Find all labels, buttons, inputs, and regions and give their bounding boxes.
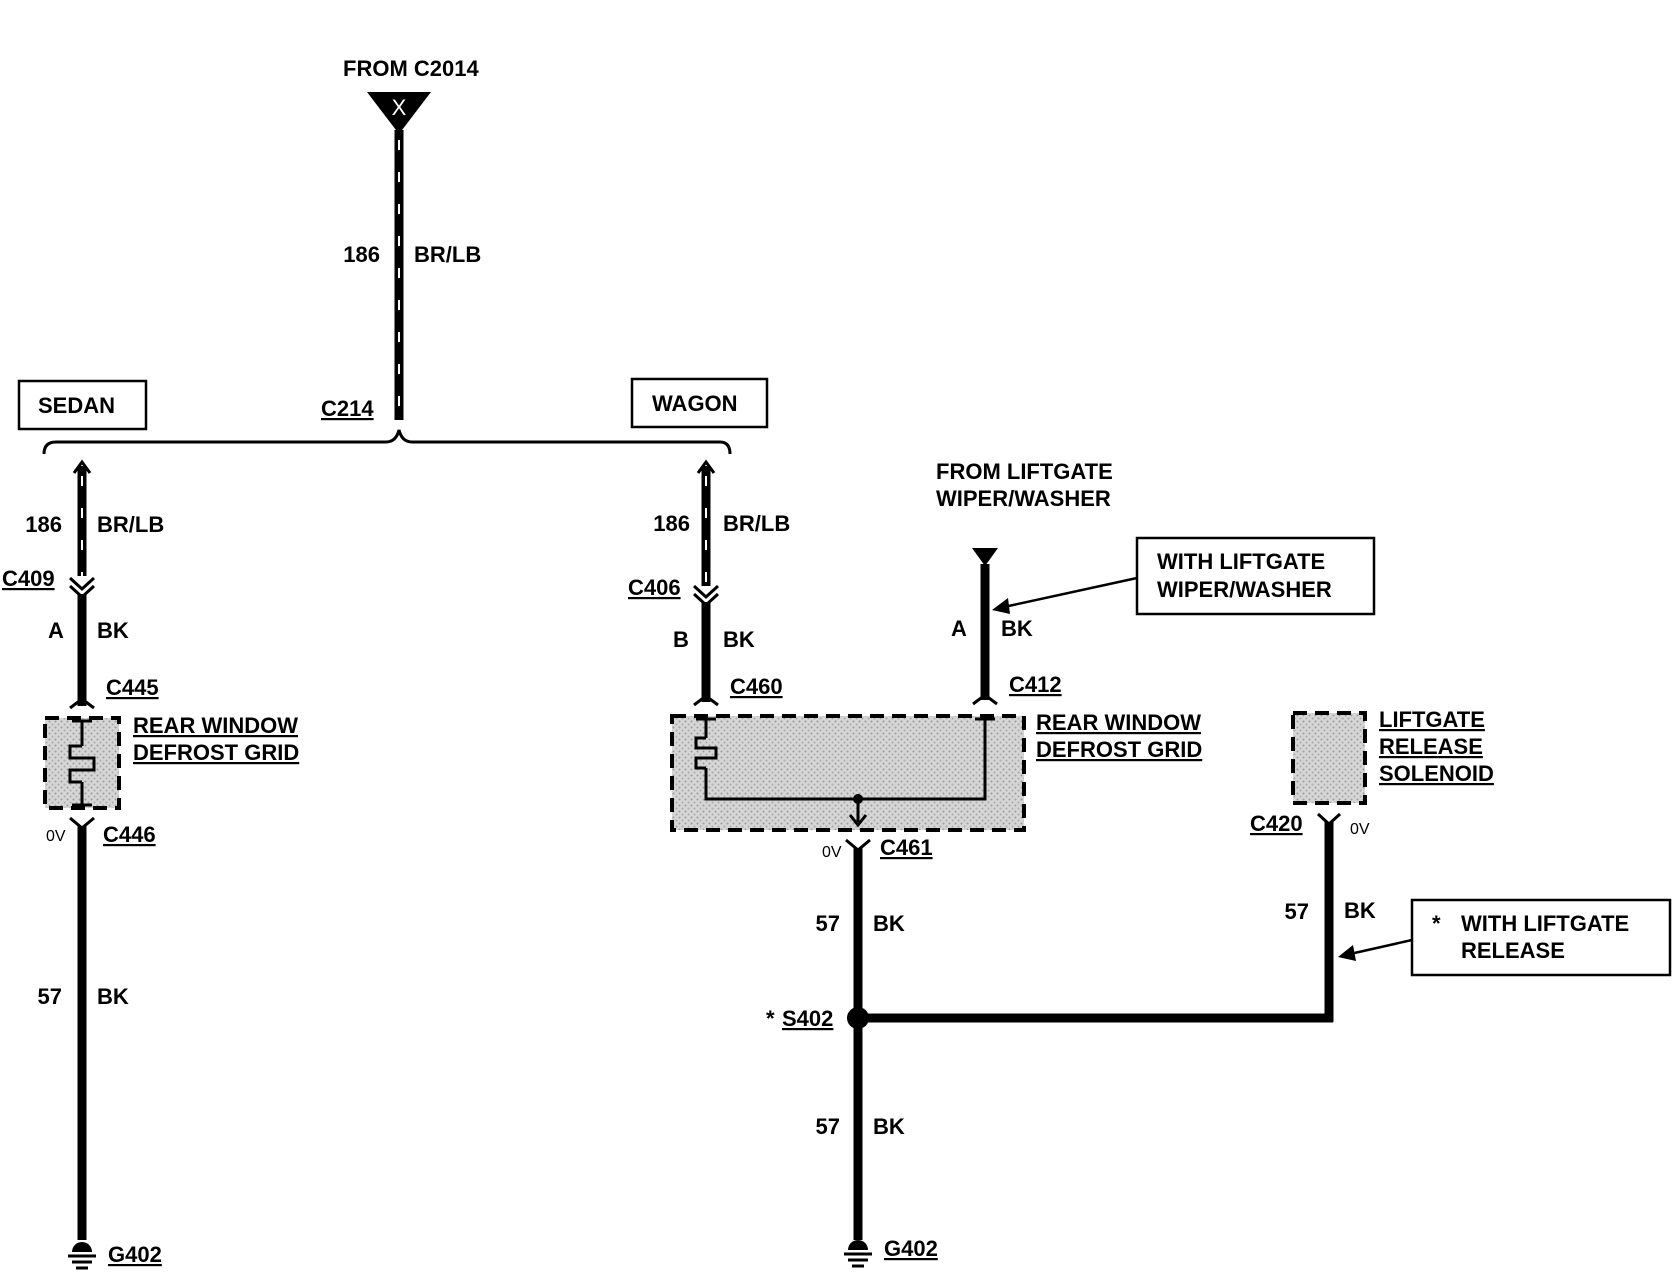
liftgate-wiper-note-arrow-icon — [992, 576, 1138, 614]
sedan-pin-label: A — [48, 618, 64, 643]
wagon-heater-element-icon — [694, 717, 995, 828]
sedan-variant-label: SEDAN — [38, 393, 115, 418]
liftgate-release-wire-circuit: 57 — [1285, 899, 1309, 924]
sedan-conn3-label: C446 — [103, 822, 156, 847]
liftgate-release-component-line2: RELEASE — [1379, 734, 1483, 759]
svg-text:X: X — [392, 95, 407, 120]
sedan-pin-color: BK — [97, 618, 129, 643]
sedan-conn1-label: C409 — [2, 566, 55, 591]
liftgate-wiper-note-box — [1135, 536, 1376, 616]
liftgate-release-note-arrow-icon — [1338, 938, 1413, 961]
liftgate-release-component-line1: LIFTGATE — [1379, 707, 1485, 732]
wagon-wire1-color: BR/LB — [723, 511, 790, 536]
wagon-ground-label: G402 — [884, 1236, 938, 1261]
liftgate-release-voltage: 0V — [1350, 821, 1370, 838]
wagon-conn1-label: C406 — [628, 575, 681, 600]
liftgate-wiper-source-line2: WIPER/WASHER — [936, 486, 1111, 511]
wagon-component-line1: REAR WINDOW — [1036, 710, 1201, 735]
liftgate-wiper-conn-label: C412 — [1009, 672, 1062, 697]
liftgate-wiper-note-line1: WITH LIFTGATE — [1157, 549, 1325, 574]
liftgate-release-solenoid — [1291, 711, 1367, 805]
wagon-variant-label: WAGON — [652, 391, 738, 416]
variant-bracket — [42, 429, 732, 455]
wagon-conn2-label: C460 — [730, 674, 783, 699]
liftgate-release-component-line3: SOLENOID — [1379, 761, 1494, 786]
wagon-pin-label: B — [673, 627, 689, 652]
sedan-ground-wire-color: BK — [97, 984, 129, 1009]
source-connector-icon: X — [367, 92, 431, 134]
sedan-variant-box — [17, 379, 148, 431]
sedan-ground-label: G402 — [108, 1242, 162, 1267]
source-label: FROM C2014 — [343, 56, 479, 81]
wagon-wire-lower-circuit: 57 — [816, 1114, 840, 1139]
wagon-variant-box — [630, 377, 769, 429]
sedan-arrow-icon — [72, 459, 92, 474]
sedan-heater-element-icon — [68, 719, 96, 807]
liftgate-release-conn-label: C420 — [1250, 811, 1303, 836]
liftgate-release-note-star: * — [1432, 911, 1441, 936]
liftgate-wiper-source-icon — [972, 548, 998, 566]
wagon-wire-upper-circuit: 57 — [816, 911, 840, 936]
wagon-component-line2: DEFROST GRID — [1036, 737, 1202, 762]
wagon-wire-lower-color: BK — [873, 1114, 905, 1139]
wagon-pin-color: BK — [723, 627, 755, 652]
sedan-wire1-color: BR/LB — [97, 512, 164, 537]
sedan-voltage: 0V — [46, 828, 66, 845]
liftgate-wiper-c412-connector-icon — [972, 693, 998, 706]
liftgate-release-note-line2: RELEASE — [1461, 938, 1565, 963]
liftgate-wiper-source-line1: FROM LIFTGATE — [936, 459, 1113, 484]
liftgate-release-wire-color: BK — [1344, 898, 1376, 923]
splice-star: * — [766, 1006, 775, 1031]
liftgate-wiper-note-line2: WIPER/WASHER — [1157, 577, 1332, 602]
splice-connector-label: C214 — [321, 396, 374, 421]
liftgate-wiper-pin: A — [951, 616, 967, 641]
wagon-ground-icon — [844, 1240, 872, 1268]
liftgate-release-note-box — [1410, 898, 1672, 977]
wagon-c460-connector-icon — [693, 694, 719, 707]
sedan-c445-connector-icon — [69, 697, 95, 710]
wagon-wire-upper-color: BK — [873, 911, 905, 936]
sedan-conn2-label: C445 — [106, 675, 159, 700]
wagon-wire1-circuit: 186 — [653, 511, 690, 536]
sedan-ground-icon — [68, 1242, 96, 1270]
main-wire-circuit: 186 — [343, 242, 380, 267]
liftgate-wiper-pin-color: BK — [1001, 616, 1033, 641]
wagon-arrow-icon — [696, 459, 716, 474]
sedan-component-line1: REAR WINDOW — [133, 713, 298, 738]
wagon-defrost-grid — [670, 714, 1026, 832]
liftgate-release-note-line1: WITH LIFTGATE — [1461, 911, 1629, 936]
wagon-voltage: 0V — [822, 844, 842, 861]
main-wire-color: BR/LB — [414, 242, 481, 267]
sedan-component-line2: DEFROST GRID — [133, 740, 299, 765]
sedan-wire1-circuit: 186 — [25, 512, 62, 537]
sedan-ground-wire-circuit: 57 — [38, 984, 62, 1009]
wagon-conn3-label: C461 — [880, 835, 933, 860]
splice-label: S402 — [782, 1006, 833, 1031]
